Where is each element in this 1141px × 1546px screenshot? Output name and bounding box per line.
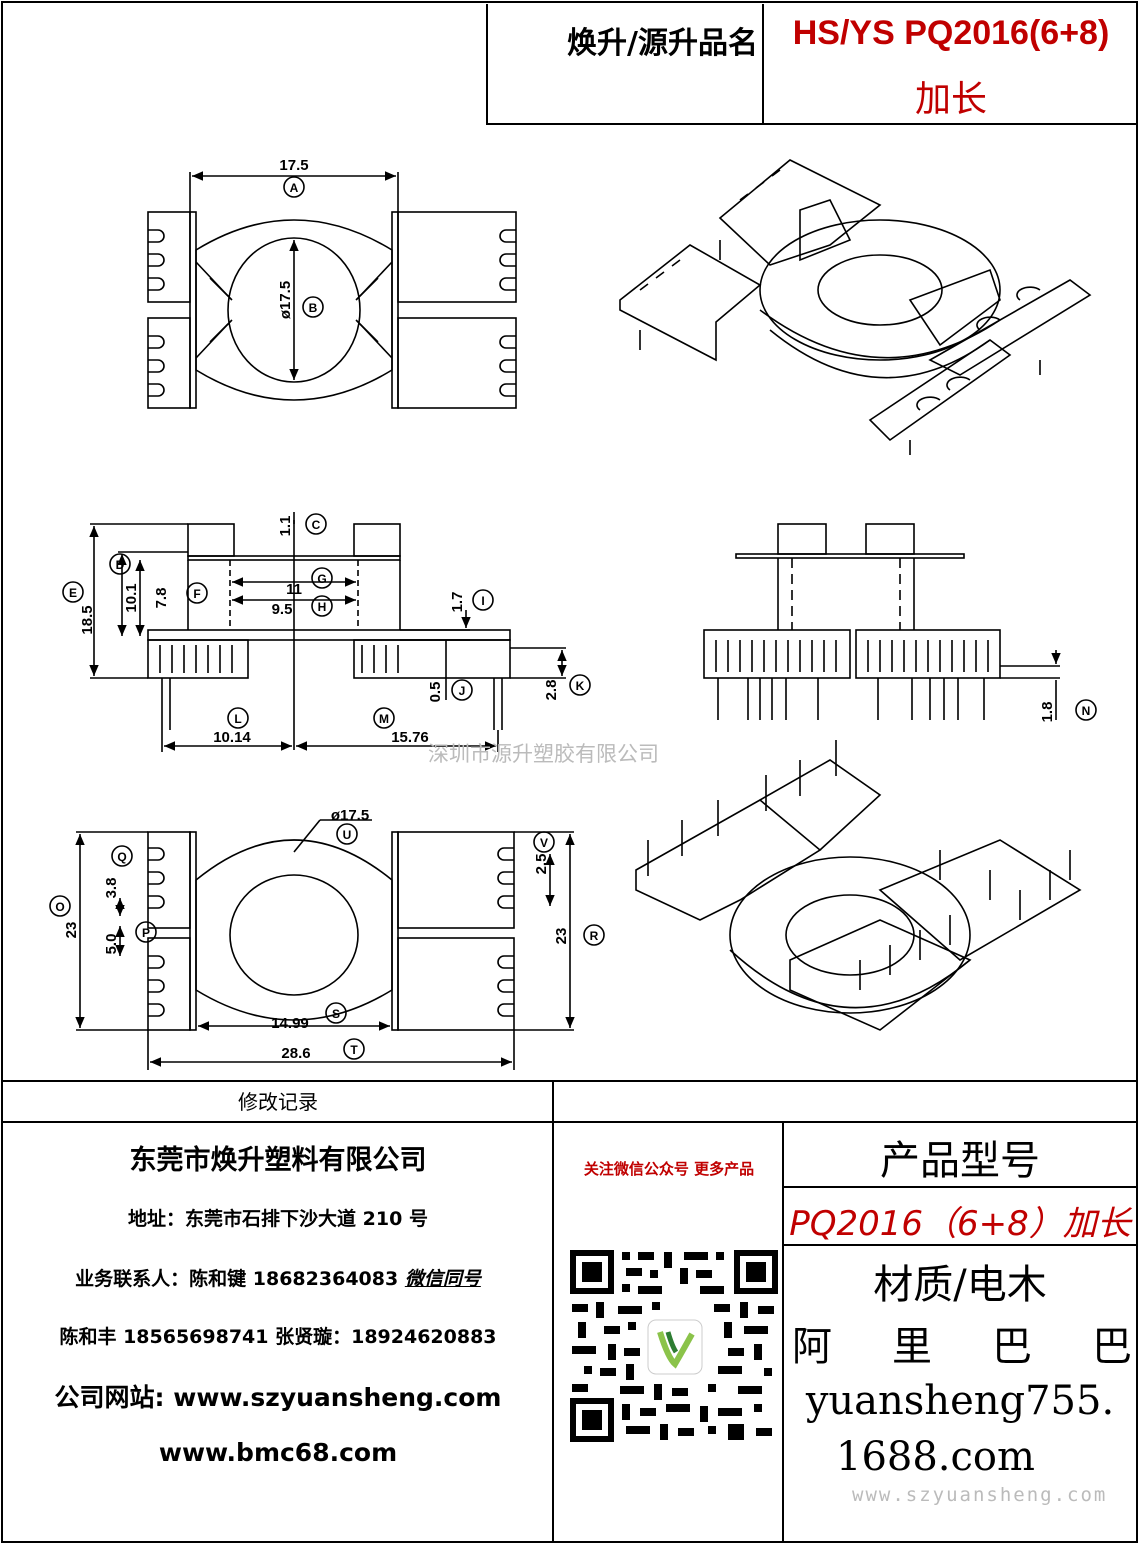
alibaba-char-3: 巴 (992, 1324, 1032, 1370)
alibaba-label: 阿 里 巴 巴 (792, 1314, 1132, 1372)
dim-id-f: F (193, 587, 200, 601)
dim-id-j: J (459, 684, 466, 698)
dim-o-text: 23 (63, 922, 80, 939)
dim-r-text: 23 (553, 928, 570, 945)
model-rule-1 (782, 1186, 1136, 1188)
dim-id-q: Q (117, 850, 126, 864)
contact-line-2: 陈和丰 18565698741 张贤璇：18924620883 (59, 1326, 497, 1348)
title-divider (762, 4, 764, 125)
dim-id-a: A (290, 181, 299, 195)
dim-id-p: P (142, 926, 150, 940)
dim-id-g: G (317, 572, 326, 586)
revision-record-label: 修改记录 (238, 1090, 318, 1114)
dim-d-text: 10.1 (123, 583, 140, 612)
company-website-2[interactable]: www.bmc68.com (158, 1438, 398, 1467)
dim-c-text: 1.1 (277, 516, 294, 537)
shop-url-line-2[interactable]: 1688.com (836, 1434, 1035, 1480)
top-view (147, 171, 517, 409)
product-model-label: 产品型号 (880, 1138, 1040, 1184)
dim-j-text: 0.5 (427, 682, 444, 703)
qr-code (568, 1248, 780, 1444)
dim-h-text: 9.5 (272, 601, 293, 618)
dim-id-r: R (590, 929, 599, 943)
dim-s-text: 14.99 (271, 1015, 309, 1032)
contact-line-1: 业务联系人：陈和键 18682364083 微信同号 (4, 1264, 552, 1291)
dim-width-text: 17.5 (279, 157, 308, 174)
dim-p-text: 5.0 (103, 934, 120, 955)
company-website[interactable]: 公司网站: www.szyuansheng.com (54, 1383, 502, 1412)
footer-divider-2 (782, 1121, 784, 1542)
front-view (703, 523, 1097, 721)
dim-e-text: 18.5 (79, 605, 96, 634)
dim-id-s: S (332, 1007, 340, 1021)
footer-top-rule (2, 1080, 1138, 1082)
dim-id-d: D (116, 558, 125, 572)
alibaba-char-4: 巴 (1092, 1324, 1132, 1370)
revision-rule (2, 1121, 1138, 1123)
dim-id-n: N (1082, 704, 1091, 718)
dim-id-i: I (481, 594, 484, 608)
dim-i-text: 1.7 (449, 592, 466, 613)
company-name: 东莞市焕升塑料有限公司 (129, 1145, 427, 1176)
dim-id-v: V (540, 836, 548, 850)
technical-drawing: 17.5 A ø17.5 B 1.1 C 10.1 D 18.5 E 7.8 F… (49, 157, 1097, 1070)
shop-url-line-1[interactable]: yuansheng755. (805, 1378, 1115, 1424)
dim-g-text: 11 (286, 581, 302, 598)
dim-v-text: 2.5 (533, 854, 550, 875)
dim-n-text: 1.8 (1039, 702, 1056, 723)
dim-k-text: 2.8 (543, 680, 560, 701)
dim-dia-text: ø17.5 (277, 281, 294, 319)
product-variant: 加长 (914, 79, 987, 120)
watermark-url: www.szyuansheng.com (852, 1484, 1108, 1506)
follow-note: 关注微信公众号 更多产品 (583, 1160, 755, 1178)
bottom-view (49, 819, 605, 1070)
contact-1-text: 业务联系人：陈和键 18682364083 (75, 1268, 405, 1290)
dim-id-e: E (69, 586, 77, 600)
dim-id-l: L (234, 712, 241, 726)
dim-id-m: M (379, 712, 389, 726)
dim-id-k: K (576, 679, 585, 693)
product-name-label: 焕升/源升品名 (567, 26, 758, 61)
product-name: HS/YS PQ2016(6+8) (792, 14, 1110, 52)
dim-q-text: 3.8 (103, 878, 120, 899)
wechat-note: 微信同号 (404, 1268, 481, 1290)
company-address: 地址：东莞市石排下沙大道 210 号 (128, 1208, 428, 1230)
dim-id-u: U (343, 828, 352, 842)
bottom-iso-view (635, 740, 1082, 1031)
dim-id-o: O (55, 900, 64, 914)
alibaba-char-1: 阿 (792, 1324, 832, 1370)
dim-t-text: 28.6 (281, 1045, 310, 1062)
dim-id-b: B (309, 301, 318, 315)
dim-id-t: T (350, 1043, 358, 1057)
dim-id-h: H (318, 600, 327, 614)
product-model-value: PQ2016（6+8）加长 (789, 1204, 1131, 1244)
top-iso-view (619, 159, 1092, 455)
dim-l-text: 10.14 (213, 729, 251, 746)
dim-m-text: 15.76 (391, 729, 429, 746)
model-rule-2 (782, 1244, 1136, 1246)
footer-divider-1 (552, 1080, 554, 1542)
watermark-company: 深圳市源升塑胶有限公司 (428, 742, 659, 766)
dim-id-c: C (312, 518, 321, 532)
material-label: 材质/电木 (873, 1262, 1047, 1308)
alibaba-char-2: 里 (892, 1324, 932, 1370)
dim-u-text: ø17.5 (331, 807, 369, 824)
dim-f-text: 7.8 (153, 588, 170, 609)
title-block (486, 4, 1136, 125)
side-view (62, 512, 591, 752)
